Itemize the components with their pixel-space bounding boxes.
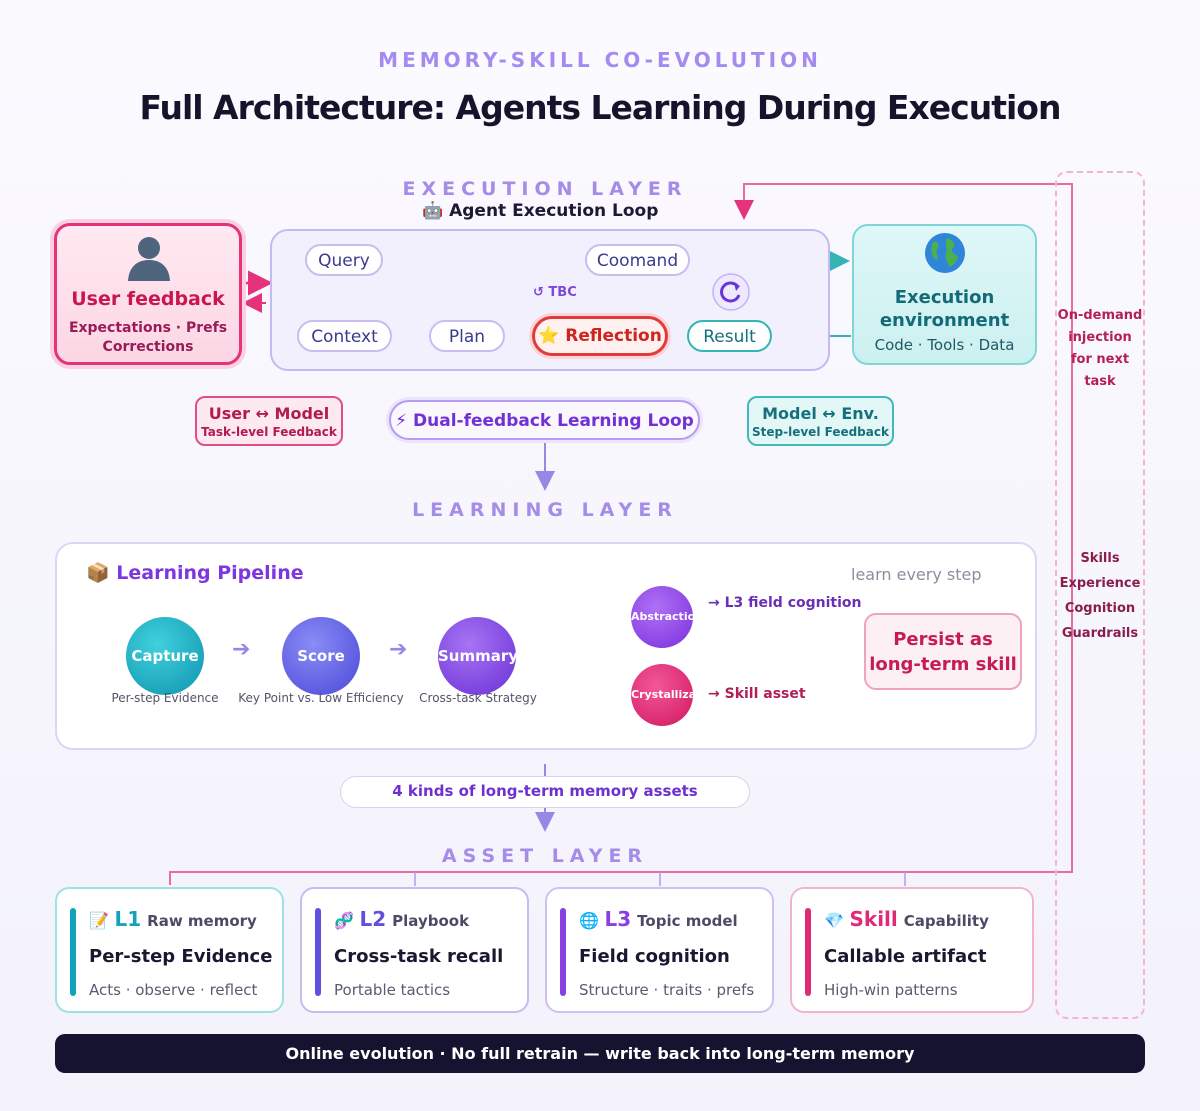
arrow-right-icon: ➔ (389, 637, 408, 662)
asset-type-line: Experience (1059, 576, 1141, 591)
memory-kinds-label: 4 kinds of long-term memory assets (340, 776, 750, 808)
injection-line: injection (1068, 330, 1132, 345)
user-model-chip: User ↔ Model Task-level Feedback (195, 396, 343, 446)
card-kind: Topic model (637, 912, 738, 930)
card-code: L2 (359, 907, 387, 931)
card-sub: Structure · traits · prefs (579, 981, 755, 999)
user-feedback-sub: Expectations · Prefs Corrections (63, 319, 233, 357)
crystallization-output: → Skill asset (708, 686, 806, 702)
injection-line: On-demand (1057, 308, 1143, 323)
card-accent-bar (805, 908, 811, 996)
card-accent-bar (70, 908, 76, 996)
card-header: 🌐 L3 Topic model (579, 907, 738, 931)
asset-card-l1: 📝 L1 Raw memory Per-step Evidence Acts · … (55, 887, 284, 1013)
user-feedback-line1: Expectations · Prefs (68, 320, 228, 336)
notepad-icon: 📝 (89, 911, 109, 930)
branch-crystallization: Crystallization (631, 664, 693, 726)
execution-layer-label: EXECUTION LAYER (402, 178, 688, 200)
asset-layer-label: ASSET LAYER (441, 845, 649, 867)
card-kind: Capability (903, 912, 989, 930)
node-query: Query (305, 244, 383, 276)
user-feedback-line2: Corrections (102, 339, 194, 355)
agent-loop-label: 🤖 Agent Execution Loop (422, 201, 659, 221)
card-code: Skill (849, 907, 898, 931)
card-title: Field cognition (579, 946, 730, 967)
learning-layer-label: LEARNING LAYER (412, 499, 678, 521)
env-title-line1: Execution (894, 287, 995, 308)
user-model-label: User ↔ Model (208, 404, 330, 423)
learn-every-step-label: learn every step (851, 565, 982, 584)
card-code: L3 (604, 907, 632, 931)
persist-line1: Persist as (893, 629, 993, 650)
execution-environment-title: Execution environment (854, 286, 1035, 332)
card-title: Cross-task recall (334, 946, 504, 967)
injection-line: for next (1070, 352, 1130, 367)
arrow-right-icon: ➔ (232, 637, 251, 662)
node-command: Coomand (585, 244, 690, 276)
card-title: Per-step Evidence (89, 946, 273, 967)
dual-feedback-loop: ⚡ Dual-feedback Learning Loop (389, 400, 700, 440)
node-result: Result (687, 320, 772, 352)
asset-type-line: Cognition (1064, 601, 1136, 616)
card-sub: Acts · observe · reflect (89, 981, 258, 999)
asset-card-l3: 🌐 L3 Topic model Field cognition Structur… (545, 887, 774, 1013)
card-kind: Playbook (392, 912, 470, 930)
step-summary: Summary (438, 617, 516, 695)
step-capture-label: Per-step Evidence (111, 691, 219, 705)
dna-icon: 🧬 (334, 911, 354, 930)
card-code: L1 (114, 907, 142, 931)
card-accent-bar (315, 908, 321, 996)
card-title: Callable artifact (824, 946, 987, 967)
user-avatar-icon (128, 237, 170, 281)
asset-card-skill: 💎 Skill Capability Callable artifact High… (790, 887, 1034, 1013)
card-header: 🧬 L2 Playbook (334, 907, 469, 931)
user-model-sub: Task-level Feedback (201, 425, 337, 439)
node-reflection: ⭐ Reflection (532, 316, 668, 356)
refresh-icon (712, 273, 750, 311)
branch-abstraction: Abstraction (631, 586, 693, 648)
node-context: Context (297, 320, 392, 352)
injection-line: task (1084, 374, 1116, 389)
user-feedback-box: User feedback Expectations · Prefs Corre… (54, 223, 242, 365)
card-header: 📝 L1 Raw memory (89, 907, 257, 931)
globe-icon: 🌐 (579, 911, 599, 930)
model-env-chip: Model ↔ Env. Step-level Feedback (747, 396, 894, 446)
globe-icon (925, 233, 965, 273)
asset-card-l2: 🧬 L2 Playbook Cross-task recall Portable … (300, 887, 529, 1013)
abstraction-output: → L3 field cognition (708, 595, 862, 611)
card-header: 💎 Skill Capability (824, 907, 989, 931)
card-sub: Portable tactics (334, 981, 451, 999)
asset-type-line: Guardrails (1061, 626, 1139, 641)
execution-environment-sub: Code · Tools · Data (874, 336, 1015, 354)
page-title: Full Architecture: Agents Learning Durin… (139, 88, 1062, 127)
execution-environment-box: Execution environment Code · Tools · Dat… (852, 224, 1037, 365)
card-kind: Raw memory (147, 912, 257, 930)
step-score: Score (282, 617, 360, 695)
asset-types-text: Skills Experience Cognition Guardrails (1045, 546, 1155, 646)
injection-text: On-demand injection for next task (1045, 305, 1155, 393)
injection-side-panel (1055, 171, 1145, 1019)
model-env-sub: Step-level Feedback (752, 425, 889, 439)
persist-line2: long-term skill (869, 654, 1017, 675)
node-plan: Plan (429, 320, 505, 352)
card-sub: High-win patterns (824, 981, 958, 999)
step-score-label: Key Point vs. Low Efficiency (238, 691, 404, 705)
persist-skill-box: Persist as long-term skill (864, 613, 1022, 690)
learning-pipeline-title: 📦 Learning Pipeline (86, 562, 304, 584)
footer-banner: Online evolution · No full retrain — wri… (55, 1034, 1145, 1073)
tbc-label: ↺ TBC (533, 285, 577, 300)
card-accent-bar (560, 908, 566, 996)
user-feedback-title: User feedback (71, 288, 225, 310)
env-title-line2: environment (879, 310, 1010, 331)
asset-type-line: Skills (1080, 551, 1120, 566)
gem-icon: 💎 (824, 911, 844, 930)
step-capture: Capture (126, 617, 204, 695)
step-summary-label: Cross-task Strategy (419, 691, 537, 705)
model-env-label: Model ↔ Env. (762, 404, 879, 423)
eyebrow-label: MEMORY-SKILL CO-EVOLUTION (378, 48, 822, 72)
